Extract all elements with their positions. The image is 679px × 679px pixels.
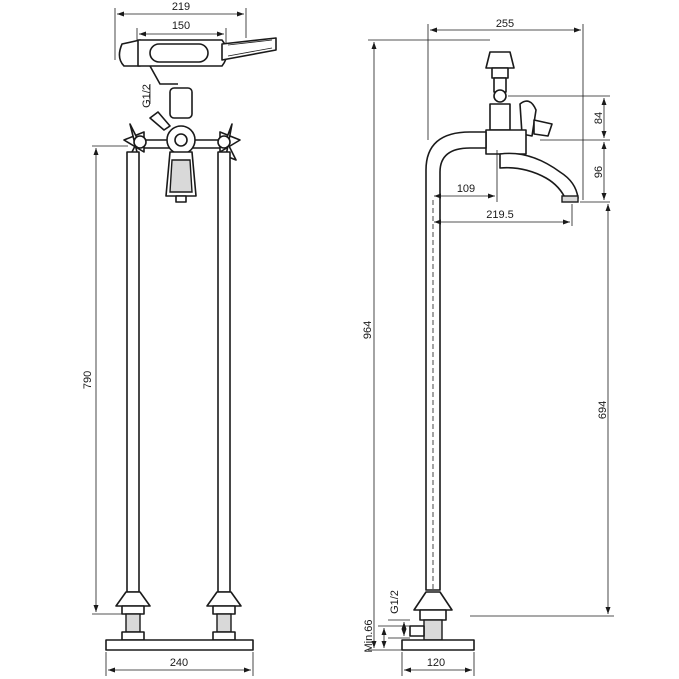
front-dim-thread: G1/2 <box>141 84 153 108</box>
side-dim-spout-short-label: 109 <box>457 183 475 195</box>
side-dim-lower-offset: 96 <box>580 142 610 203</box>
side-dim-upper-offset: 84 <box>508 95 610 141</box>
side-view: 255 <box>362 18 614 676</box>
side-dim-total-height-label: 964 <box>362 321 374 339</box>
side-dim-min-clearance-label: Min.66 <box>363 619 375 652</box>
front-hand-shower <box>118 37 277 85</box>
side-dim-total-height: 964 <box>362 39 490 651</box>
front-right-cross-handle <box>217 123 241 161</box>
side-lever-handle <box>519 100 553 137</box>
side-dim-spout-height: 694 <box>470 204 614 617</box>
side-dim-spout-long: 219.5 <box>434 204 573 226</box>
front-left-cross-handle <box>123 123 147 161</box>
side-dim-lower-offset-label: 96 <box>593 166 605 178</box>
front-dim-height-label: 790 <box>82 371 94 389</box>
front-dim-thread-label: G1/2 <box>141 84 153 108</box>
side-dim-min-clearance: Min.66 <box>363 619 410 653</box>
front-dim-top-width-label: 219 <box>172 1 190 13</box>
side-riser-pipe <box>425 131 487 591</box>
side-dim-thread: G1/2 <box>388 590 410 639</box>
side-top-cap <box>485 51 515 131</box>
front-dim-base-width: 240 <box>105 652 254 676</box>
side-dim-base-width: 120 <box>401 652 475 676</box>
front-base-plate <box>105 639 254 651</box>
side-dim-top-width: 255 <box>427 18 584 200</box>
side-dim-spout-short: 109 <box>434 150 498 202</box>
side-spout-body <box>485 129 579 203</box>
side-dim-upper-offset-label: 84 <box>593 112 605 124</box>
side-dim-top-width-label: 255 <box>496 18 514 30</box>
side-dim-spout-height-label: 694 <box>597 401 609 419</box>
front-left-leg <box>115 151 151 641</box>
front-right-leg <box>206 151 242 641</box>
side-dim-spout-long-label: 219.5 <box>486 209 514 221</box>
side-dim-base-width-label: 120 <box>427 657 445 669</box>
front-dim-height: 790 <box>82 145 128 615</box>
front-dim-base-width-label: 240 <box>170 657 188 669</box>
front-view: 219 150 G1/2 <box>82 1 277 676</box>
side-dim-thread-label: G1/2 <box>389 590 401 614</box>
front-dim-top-width: 219 <box>114 1 247 60</box>
side-floor-flange <box>401 591 475 651</box>
front-dim-inner-width-label: 150 <box>172 20 190 32</box>
